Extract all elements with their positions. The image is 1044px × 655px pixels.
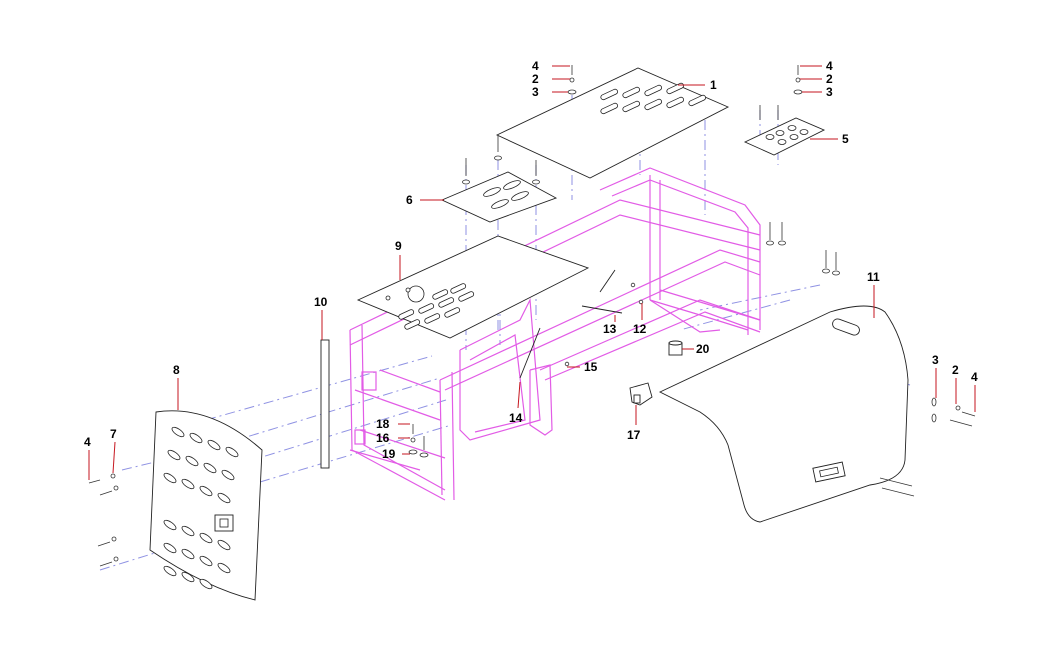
callout-3-right: 3 [826,85,833,99]
callout-3-top: 3 [532,85,539,99]
top-cover-panel [495,67,730,179]
callout-20: 20 [696,342,710,356]
callout-9: 9 [395,239,402,253]
fasteners [88,65,976,567]
callout-11: 11 [867,270,880,284]
side-cover-panel [658,305,909,523]
main-frame [349,167,761,501]
callout-17: 17 [627,428,641,442]
callout-5: 5 [842,132,849,146]
callout-2-top: 2 [532,72,539,86]
callout-13: 13 [603,322,617,336]
front-grille-panel [149,410,263,601]
callout-labels: 1 4 2 3 4 2 3 5 6 9 10 8 11 12 13 14 15 … [84,59,978,461]
main-top-plate [356,235,590,339]
callout-19: 19 [382,447,396,461]
leader-lines [88,65,976,480]
callout-6: 6 [406,193,413,207]
small-parts [519,269,683,406]
callout-2-side: 2 [952,363,959,377]
main-top-plate-slots [398,283,475,330]
callout-7: 7 [110,427,117,441]
callout-18: 18 [376,417,390,431]
callout-1: 1 [710,78,717,92]
vertical-seal-strip [320,339,330,469]
callout-8: 8 [173,363,180,377]
callout-2-right: 2 [826,72,833,86]
callout-10: 10 [314,295,328,309]
top-cover-vent-slots [600,82,707,115]
callout-4-front: 4 [84,435,91,449]
small-plate-left [440,171,558,223]
callout-14: 14 [509,411,523,425]
callout-4-top: 4 [532,59,539,73]
callout-15: 15 [584,360,598,374]
callout-12: 12 [633,322,647,336]
callout-4-right: 4 [826,59,833,73]
callout-3-side: 3 [932,353,939,367]
callout-4-side: 4 [971,370,978,384]
callout-16: 16 [376,431,390,445]
small-plate-right [743,117,826,156]
front-grille-slots [163,426,239,590]
